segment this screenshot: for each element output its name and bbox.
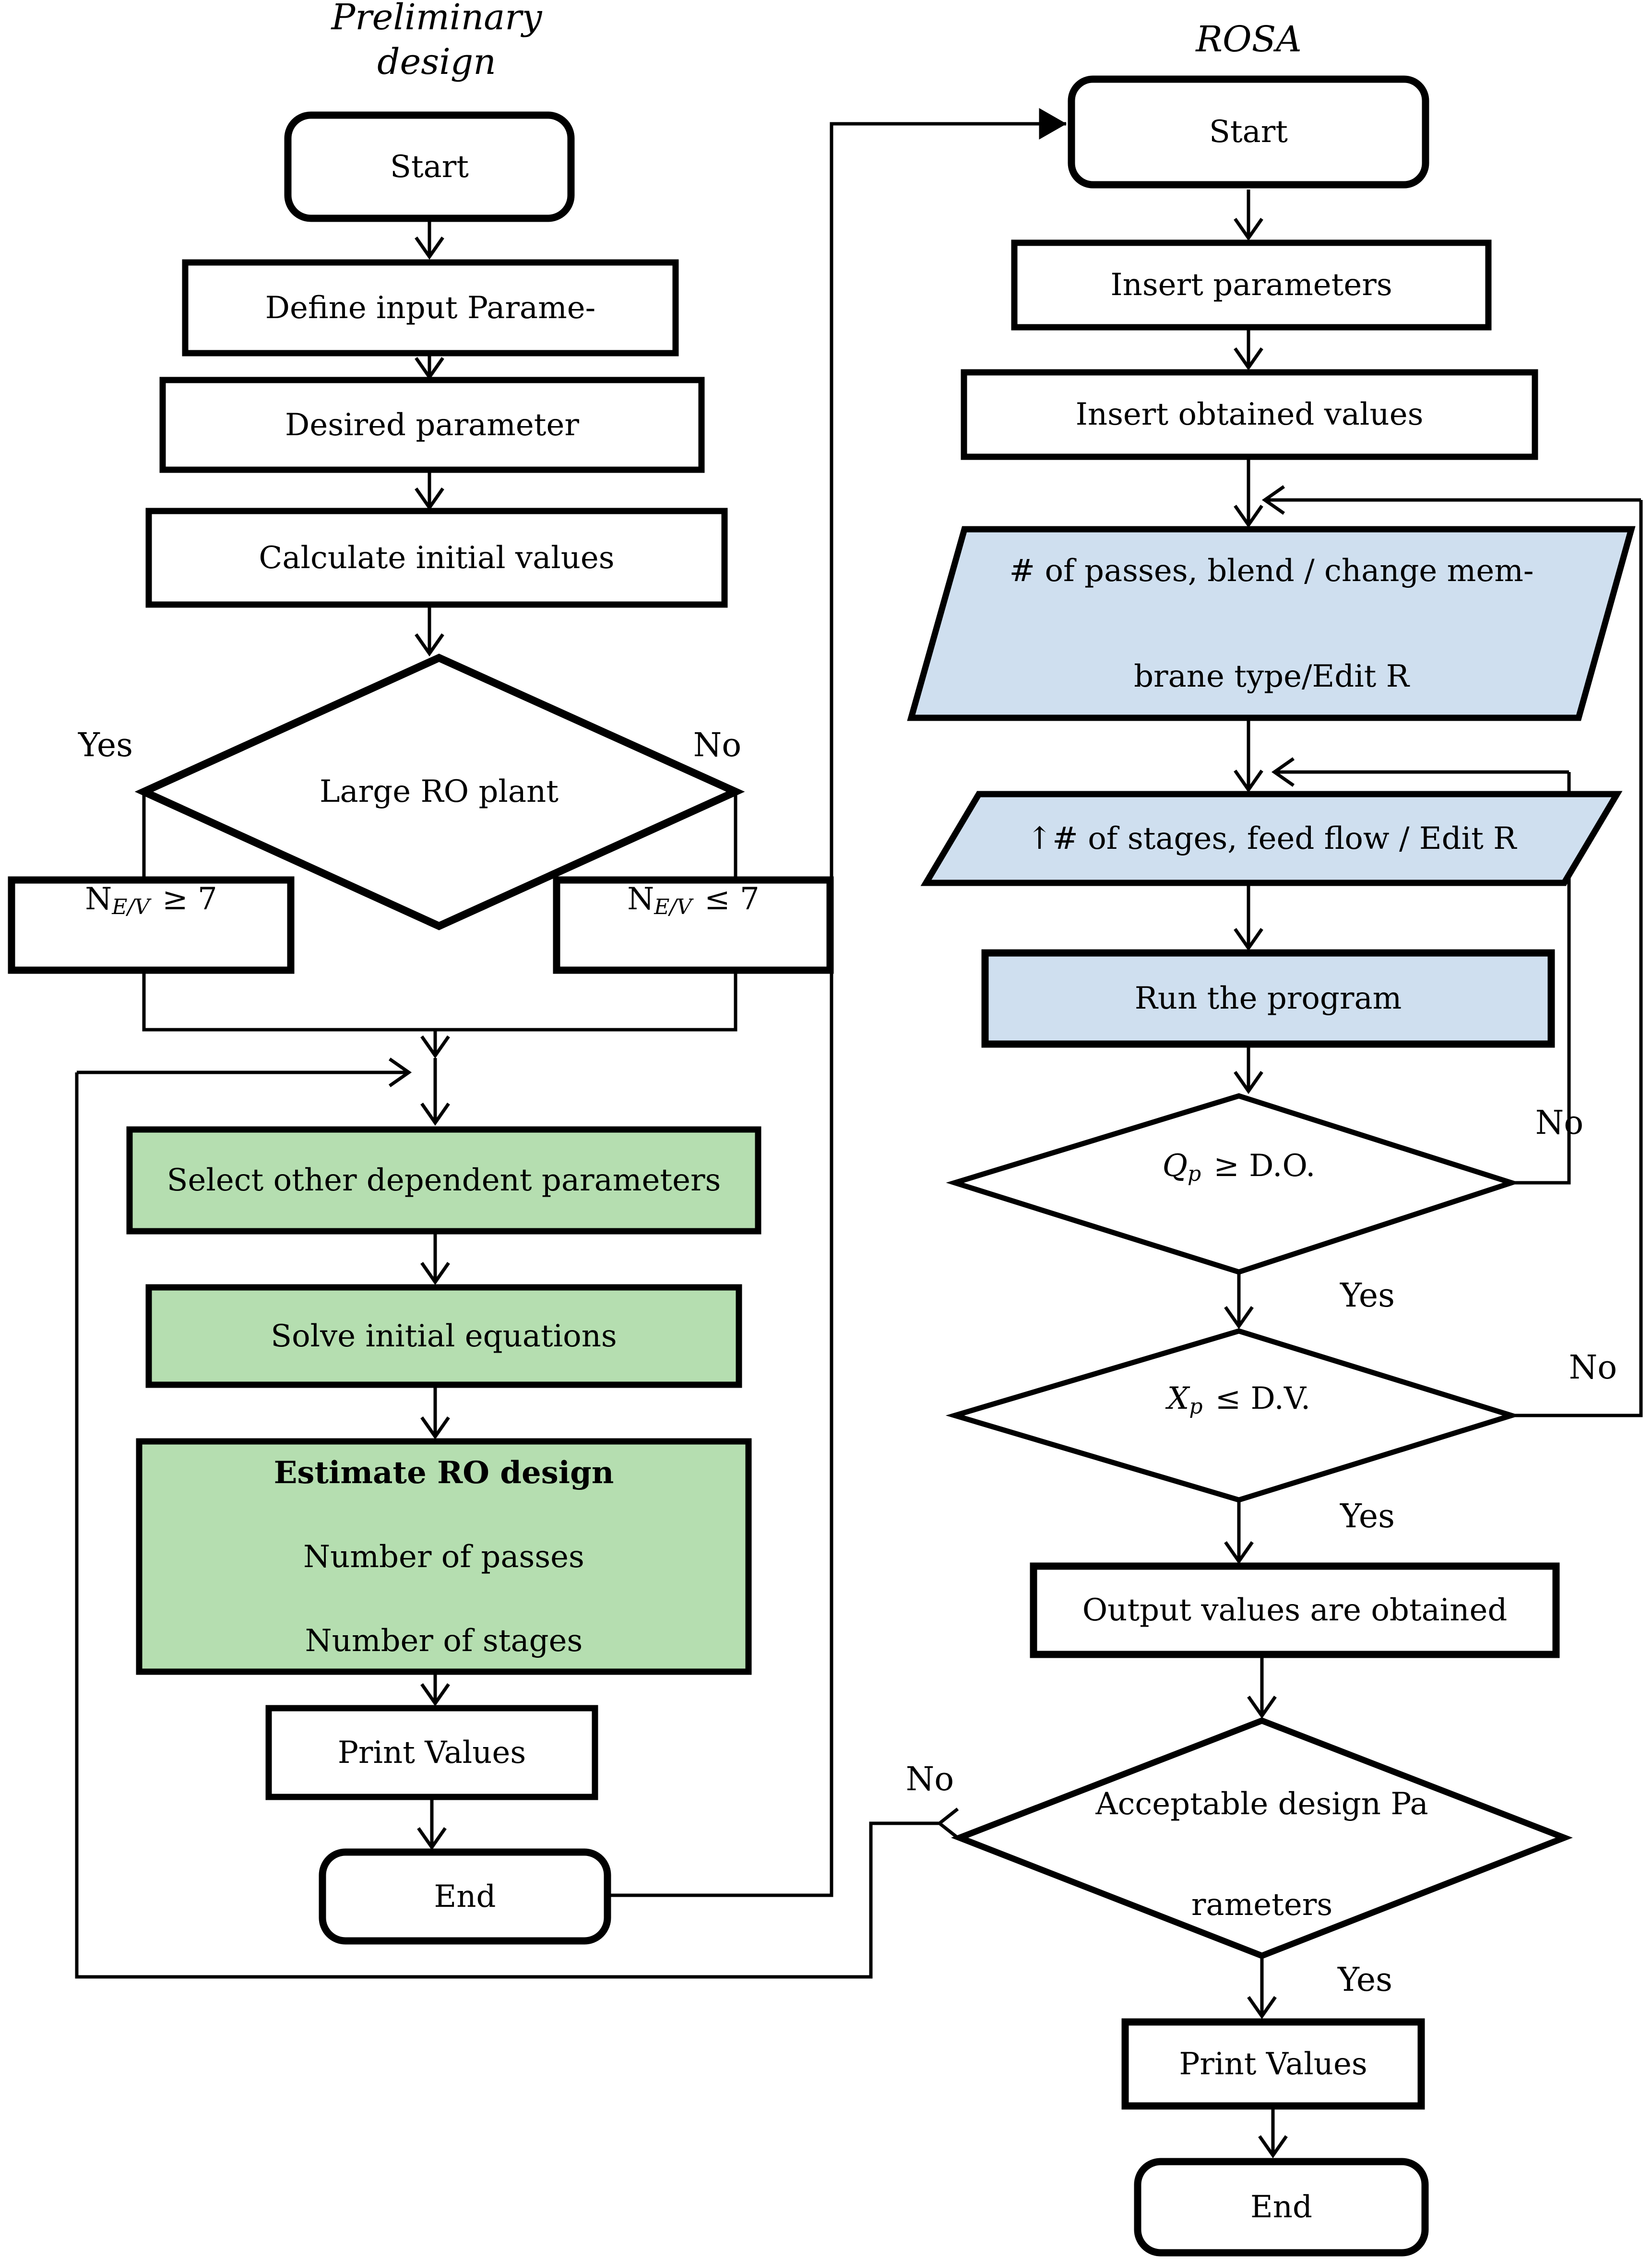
- shape-green-select: [126, 1126, 761, 1235]
- label-yes-qp: Yes: [1340, 1276, 1395, 1315]
- para-passes-line2: brane type/Edit R: [1134, 659, 1409, 694]
- n-left-base: N: [85, 881, 112, 917]
- node-output-values: Output values are obtained: [1082, 1593, 1508, 1628]
- node-run-program: Run the program: [1134, 981, 1402, 1016]
- shape-green-solve: [145, 1284, 742, 1388]
- line-n-merge: [142, 970, 737, 1032]
- shape-diamond-acceptable: [951, 1717, 1573, 1959]
- qp-cond: ≥ D.O.: [1213, 1148, 1316, 1184]
- label-yes-xp: Yes: [1340, 1497, 1395, 1535]
- label-no-large-plant: No: [693, 726, 742, 764]
- label-yes-large-plant: Yes: [78, 726, 133, 764]
- shape-parallelogram-stages: [920, 791, 1623, 886]
- node-calculate-initial: Calculate initial values: [259, 540, 615, 576]
- node-green-select: Select other dependent parameters: [166, 1163, 721, 1198]
- node-print-left: Print Values: [337, 1735, 526, 1771]
- shape-print-left: [265, 1705, 598, 1800]
- shape-define-input: [182, 259, 679, 357]
- label-no-qp: No: [1535, 1104, 1584, 1142]
- node-print-right: Print Values: [1179, 2046, 1367, 2082]
- xp-base: X: [1167, 1381, 1189, 1416]
- connector-lines: [75, 108, 1643, 2159]
- shape-desired-parameter: [159, 377, 705, 473]
- node-insert-parameters: Insert parameters: [1110, 267, 1392, 303]
- n-left-cond: ≥ 7: [162, 881, 217, 917]
- shape-end-right: [1134, 2158, 1429, 2257]
- label-no-acceptable: No: [905, 1760, 954, 1798]
- shape-n-left: [8, 876, 295, 974]
- n-left-sub: E/V: [112, 895, 150, 919]
- n-right-base: N: [627, 881, 654, 917]
- shape-parallelogram-passes: [907, 526, 1636, 721]
- shape-print-right: [1121, 2018, 1425, 2110]
- node-green-solve: Solve initial equations: [271, 1318, 617, 1354]
- label-yes-acceptable: Yes: [1337, 1961, 1393, 1999]
- column-title-preliminary: Preliminary design: [331, 0, 554, 83]
- shape-insert-parameters: [1011, 239, 1492, 331]
- qp-base: Q: [1162, 1148, 1188, 1184]
- line-accept-no-return: [75, 1072, 939, 1979]
- shape-start-left: [284, 111, 575, 222]
- acceptable-line2: rameters: [1191, 1887, 1333, 1923]
- node-green-estimate: Estimate RO design Number of passes Numb…: [139, 1454, 749, 1660]
- arrowhead-accept-no: [937, 1807, 959, 1839]
- shape-calculate-initial: [145, 508, 728, 608]
- node-desired-parameter: Desired parameter: [285, 407, 579, 443]
- node-shapes: [8, 75, 1636, 2257]
- shape-diamond-qp: [946, 1093, 1520, 1275]
- green-estimate-line2: Number of passes: [303, 1539, 584, 1575]
- shape-end-left: [319, 1848, 611, 1945]
- shape-green-estimate: [136, 1438, 752, 1675]
- n-right-cond: ≤ 7: [704, 881, 760, 917]
- shape-diamond-large-plant: [134, 654, 745, 930]
- shape-start-right: [1068, 75, 1429, 189]
- shape-run-program: [981, 949, 1555, 1048]
- xp-cond: ≤ D.V.: [1215, 1381, 1311, 1416]
- line-xp-no-loop: [1511, 500, 1643, 1417]
- node-diamond-large-plant: Large RO plant: [320, 774, 559, 809]
- column-title-rosa: ROSA: [1196, 19, 1302, 60]
- n-right-sub: E/V: [654, 895, 692, 919]
- shape-diamond-xp: [945, 1328, 1521, 1503]
- node-end-left: End: [434, 1879, 496, 1914]
- qp-sub: p: [1187, 1162, 1201, 1186]
- node-start-left: Start: [390, 149, 469, 185]
- node-define-input: Define input Parame-: [265, 290, 596, 326]
- green-estimate-line1: Estimate RO design: [273, 1455, 614, 1491]
- node-diamond-acceptable: Acceptable design Pa rameters: [1008, 1785, 1516, 1924]
- shape-output-values: [1030, 1562, 1560, 1658]
- shape-n-right: [553, 876, 834, 974]
- para-passes-line1: # of passes, blend / change mem-: [1009, 553, 1534, 589]
- node-end-right: End: [1250, 2189, 1312, 2225]
- green-estimate-line3: Number of stages: [305, 1623, 583, 1659]
- node-insert-obtained: Insert obtained values: [1075, 397, 1424, 432]
- xp-sub: p: [1189, 1394, 1203, 1419]
- acceptable-line1: Acceptable design Pa: [1095, 1786, 1428, 1822]
- node-parallelogram-stages: ↑# of stages, feed flow / Edit R: [1026, 820, 1517, 856]
- line-qp-no-loop: [1511, 772, 1571, 1185]
- node-start-right: Start: [1209, 114, 1288, 150]
- node-parallelogram-passes: # of passes, blend / change mem- brane t…: [960, 552, 1583, 696]
- label-no-xp: No: [1569, 1348, 1617, 1387]
- shape-insert-obtained: [961, 369, 1538, 460]
- line-end-to-rosa-start: [607, 108, 1067, 1897]
